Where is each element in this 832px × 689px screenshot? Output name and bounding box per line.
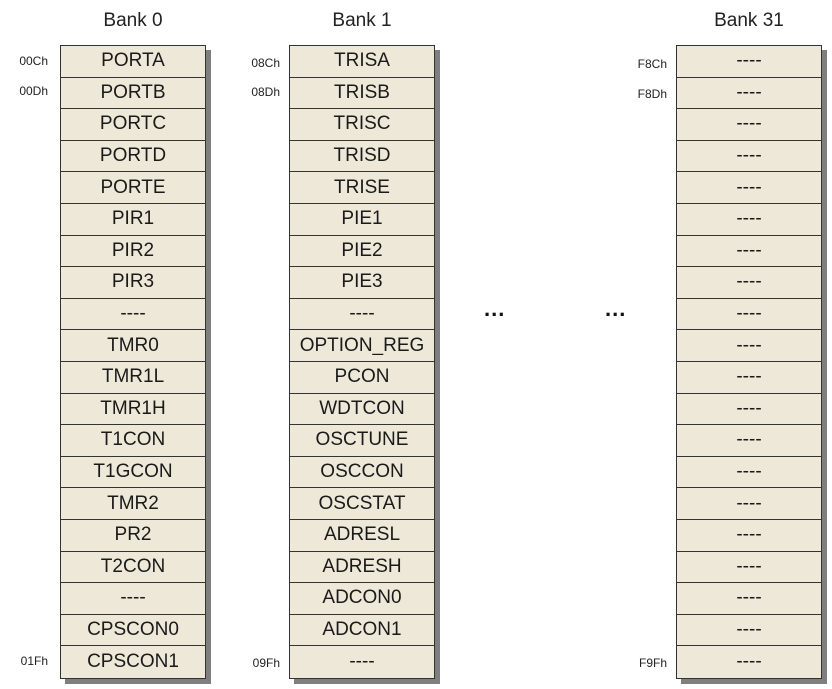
register-cell: PORTA [61, 46, 205, 78]
register-cell: PORTD [61, 141, 205, 173]
register-cell: ---- [677, 552, 821, 584]
bank-0-addr-first: 00Ch [19, 54, 48, 68]
register-cell: TRISD [290, 141, 434, 173]
register-cell: ---- [677, 141, 821, 173]
register-cell: ---- [677, 394, 821, 426]
register-cell: OSCTUNE [290, 425, 434, 457]
register-cell: OSCCON [290, 457, 434, 489]
register-cell: ADCON1 [290, 615, 434, 647]
register-cell: ---- [290, 299, 434, 331]
bank-1-addr-first: 08Ch [251, 56, 280, 70]
register-cell: ADCON0 [290, 583, 434, 615]
register-cell: PIE3 [290, 267, 434, 299]
register-cell: ---- [677, 362, 821, 394]
register-cell: ---- [677, 172, 821, 204]
register-cell: PIR2 [61, 236, 205, 268]
register-cell: ---- [677, 236, 821, 268]
register-cell: ---- [61, 299, 205, 331]
register-cell: ---- [677, 46, 821, 78]
register-cell: PORTC [61, 109, 205, 141]
register-cell: PR2 [61, 520, 205, 552]
register-cell: TRISE [290, 172, 434, 204]
register-cell: TMR1H [61, 394, 205, 426]
register-cell: T1CON [61, 425, 205, 457]
register-cell: ADRESH [290, 552, 434, 584]
register-cell: ---- [677, 78, 821, 110]
register-cell: T2CON [61, 552, 205, 584]
register-cell: TMR2 [61, 488, 205, 520]
register-cell: PIR3 [61, 267, 205, 299]
register-cell: PORTB [61, 78, 205, 110]
register-cell: PORTE [61, 172, 205, 204]
bank-1-addr-last: 09Fh [252, 656, 280, 670]
register-cell: OSCSTAT [290, 488, 434, 520]
register-cell: PCON [290, 362, 434, 394]
register-cell: ---- [677, 267, 821, 299]
register-cell: ---- [349, 651, 375, 673]
register-cell: TMR1L [61, 362, 205, 394]
register-cell: PIR1 [61, 204, 205, 236]
ellipsis-left: ... [484, 296, 506, 321]
bank-1-addr-second: 08Dh [251, 85, 280, 99]
register-cell: ---- [677, 330, 821, 362]
register-cell: ADRESL [290, 520, 434, 552]
register-cell: TRISA [290, 46, 434, 78]
register-cell: ---- [61, 583, 205, 615]
bank-1-title: Bank 1 [332, 10, 392, 31]
bank-31-registers: ----------------------------------------… [676, 45, 822, 679]
register-cell: PIE1 [290, 204, 434, 236]
bank-31-title: Bank 31 [714, 10, 784, 31]
register-cell: ---- [677, 457, 821, 489]
bank-31-addr-first: F8Ch [637, 57, 667, 71]
register-cell: ---- [677, 615, 821, 647]
ellipsis-right: ... [605, 296, 627, 321]
bank-31-addr-last: F9Fh [638, 656, 667, 670]
register-cell: WDTCON [290, 394, 434, 426]
register-cell: TMR0 [61, 330, 205, 362]
bank-0-addr-last: 01Fh [20, 654, 48, 668]
register-cell: ---- [677, 520, 821, 552]
register-cell: TRISB [290, 78, 434, 110]
register-cell: ---- [736, 651, 762, 673]
register-cell: PIE2 [290, 236, 434, 268]
register-cell: CPSCON0 [61, 615, 205, 647]
register-cell: CPSCON1 [87, 651, 179, 673]
register-cell: ---- [677, 583, 821, 615]
bank-0-title: Bank 0 [103, 10, 163, 31]
register-cell: ---- [677, 488, 821, 520]
bank-31-addr-second: F8Dh [637, 87, 667, 101]
register-cell: ---- [677, 204, 821, 236]
register-cell: ---- [677, 109, 821, 141]
register-cell: TRISC [290, 109, 434, 141]
register-cell: T1GCON [61, 457, 205, 489]
register-cell: ---- [677, 299, 821, 331]
bank-0-addr-second: 00Dh [19, 84, 48, 98]
register-cell: ---- [677, 425, 821, 457]
register-cell: OPTION_REG [290, 330, 434, 362]
